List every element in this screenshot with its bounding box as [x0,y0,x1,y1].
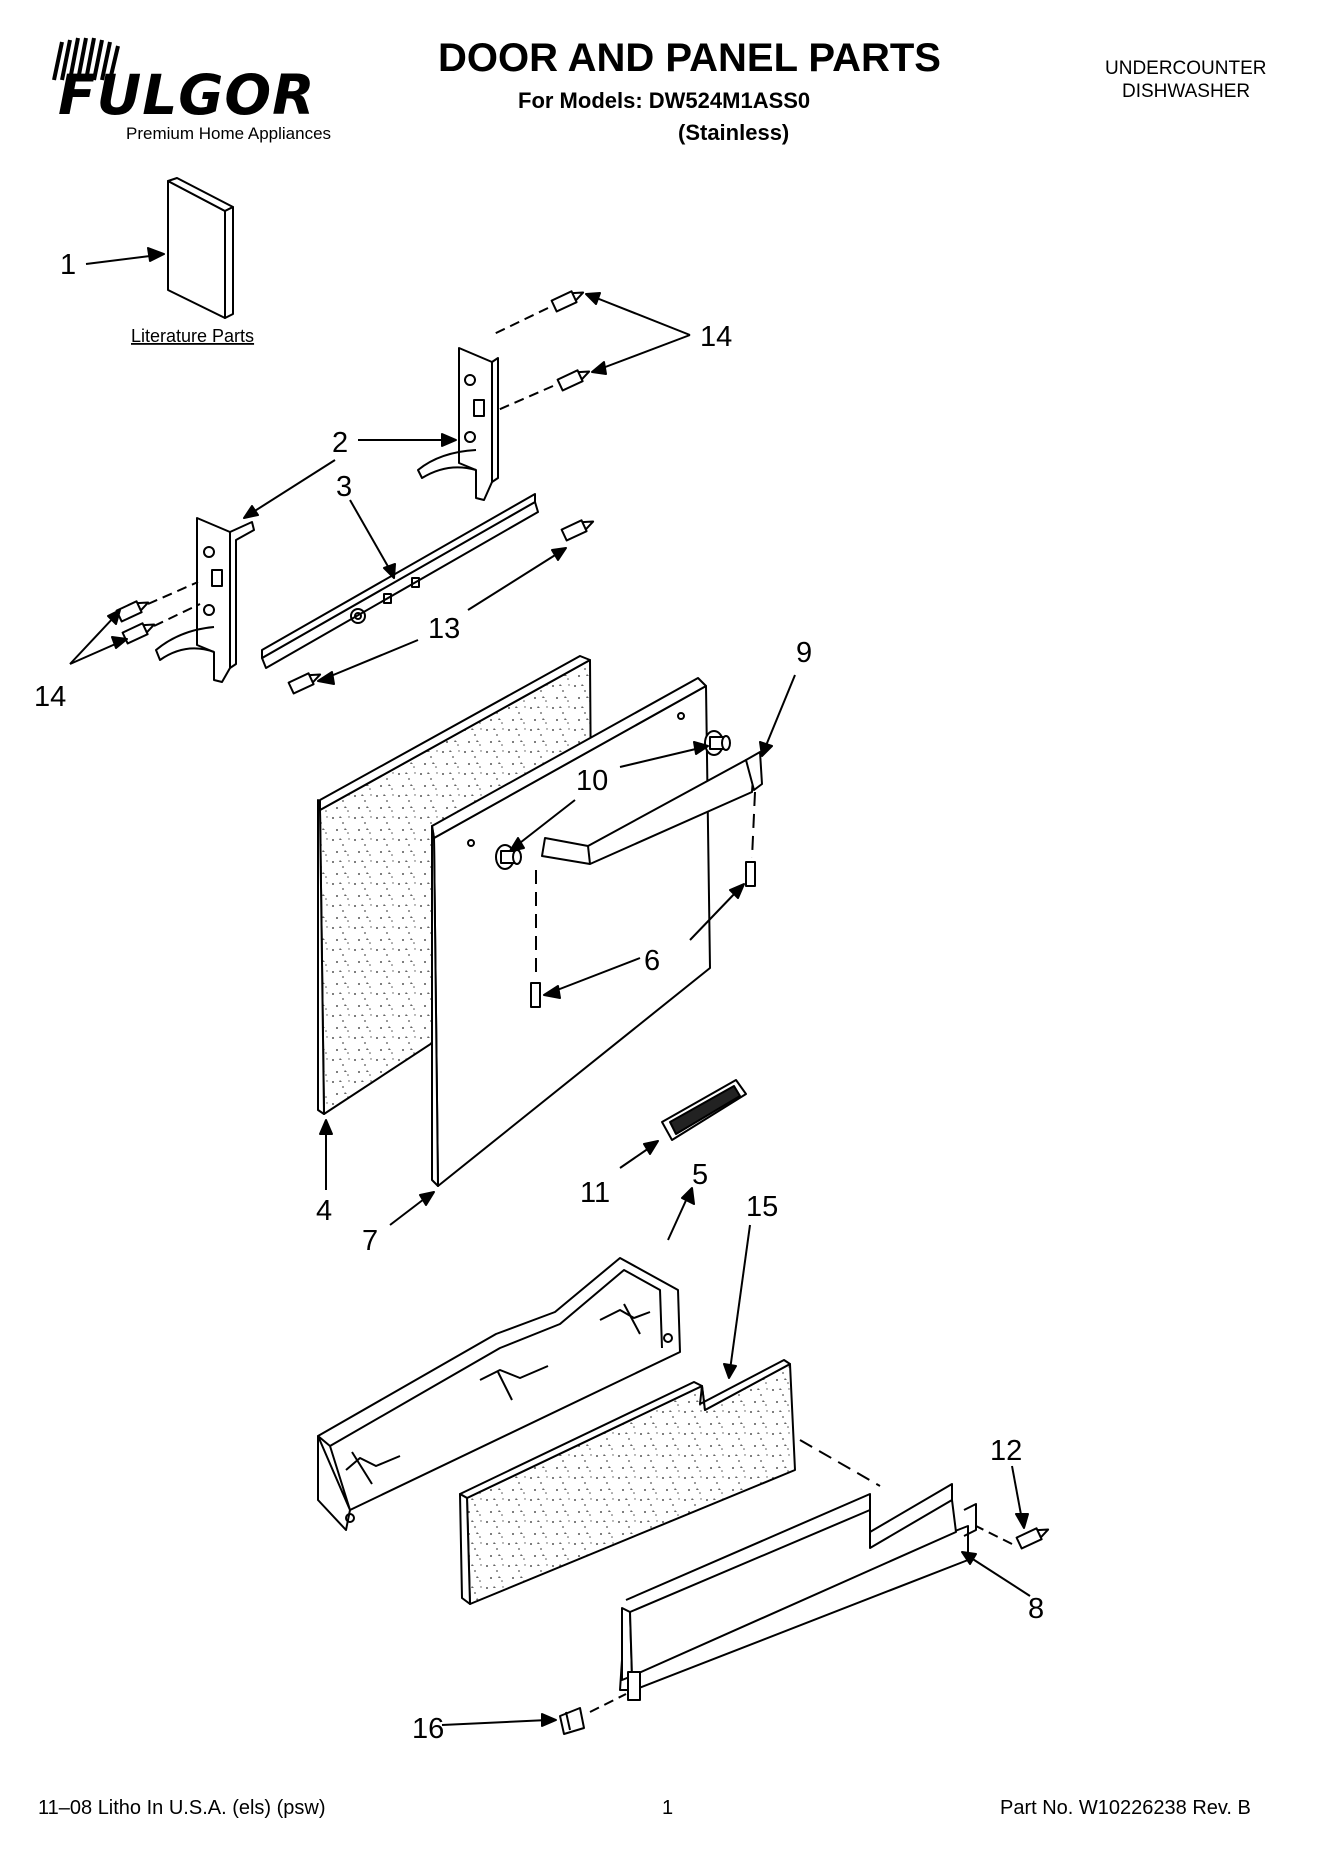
leader-14-left-b [69,641,121,665]
panel-clip [559,1707,585,1735]
hinge-bracket-left [155,517,255,683]
screws [115,290,1050,1550]
brand-name: FULGOR [58,63,316,127]
leader-6-right [689,889,739,941]
arrow-7 [419,1191,435,1206]
callout-3: 3 [336,471,352,503]
arrow-11 [643,1140,659,1155]
product-type-line1: UNDERCOUNTER [1105,58,1267,79]
door-rail [261,493,539,669]
leader-13-b [325,639,419,679]
screw-dashed-guides [147,307,554,627]
leader-10-right [619,747,701,768]
callout-5: 5 [692,1159,708,1191]
brand-logo [40,36,370,146]
callout-2: 2 [332,427,348,459]
callout-16: 16 [412,1713,444,1745]
leader-12 [1011,1465,1023,1521]
arrow-14-top-b [591,361,607,375]
callout-1: 1 [60,249,76,281]
leader-9 [764,674,796,749]
arrow-10-left [509,837,525,852]
arrow-13-a [551,547,567,561]
clip-dashed-guide [589,1693,627,1713]
door-handle [541,751,763,865]
stud-dashed-guides [535,791,756,978]
leader-1 [85,254,159,265]
leader-6-left [551,957,641,993]
toe-panel-bracket [317,1257,681,1531]
toe-panel-insulation [459,1359,796,1605]
page-title: DOOR AND PANEL PARTS [438,36,941,80]
callout-10: 10 [576,765,608,797]
leader-14-top-a [593,296,691,336]
arrow-2-left [243,505,259,519]
callout-4: 4 [316,1195,332,1227]
leader-2-left [249,459,336,515]
literature-parts-label: Literature Parts [131,326,254,346]
arrow-10-right [693,741,709,755]
leader-3 [349,499,391,571]
arrow-4 [319,1119,333,1135]
door-panel [431,677,711,1187]
arrow-6-left [543,985,561,999]
leader-15 [729,1224,751,1371]
arrow-9 [759,741,773,757]
leader-13-a [467,551,561,611]
brand-tagline: Premium Home Appliances [126,124,332,143]
callout-11: 11 [580,1177,610,1209]
arrow-5 [681,1187,695,1205]
screw-12-guide [975,1525,1013,1545]
model-variant: (Stainless) [678,120,790,145]
leader-5 [667,1195,689,1241]
handle-standoffs [495,730,731,870]
arrow-6-right [729,883,745,899]
leader-14-left-a [69,615,116,665]
callout-12: 12 [990,1435,1022,1467]
callout-7: 7 [362,1225,378,1257]
logo-stripes-icon [52,37,120,81]
callout-13: 13 [428,613,460,645]
footer-print-info: 11–08 Litho In U.S.A. (els) (psw) [38,1797,326,1819]
leader-10-left [515,799,576,847]
leader-8 [967,1555,1031,1597]
callout-6: 6 [644,945,660,977]
callout-14-top: 14 [700,321,732,353]
callout-8: 8 [1028,1593,1044,1625]
arrow-14-top-a [585,292,601,305]
arrow-15 [723,1363,737,1379]
arrow-12 [1015,1513,1029,1529]
part-number: Part No. W10226238 Rev. B [1000,1797,1251,1819]
hinge-bracket-right [417,347,499,501]
arrow-2-right [441,433,457,447]
arrow-13-b [317,671,335,685]
arrow-14-left-a [107,609,121,625]
arrow-8 [961,1551,977,1565]
leader-16 [441,1719,549,1726]
toe-kick-panel [619,1483,977,1701]
callout-labels: 1 Literature Parts 2 3 14 14 13 9 10 6 4… [34,249,1044,1745]
literature-booklet [167,177,234,319]
brand-nameplate [661,1079,747,1141]
callout-15: 15 [746,1191,778,1223]
arrow-1 [147,247,165,262]
arrow-14-left-b [111,636,128,649]
handle-studs [530,861,756,1008]
leader-7 [389,1195,429,1226]
arrow-16 [541,1713,557,1727]
callout-14-left: 14 [34,681,66,713]
product-type-line2: DISHWASHER [1122,81,1251,102]
arrow-3 [383,563,396,579]
page-number: 1 [662,1797,674,1819]
model-number: For Models: DW524M1ASS0 [518,88,811,113]
leader-14-top-b [599,334,691,370]
insulation-dashed-guide [799,1439,881,1487]
callout-9: 9 [796,637,812,669]
